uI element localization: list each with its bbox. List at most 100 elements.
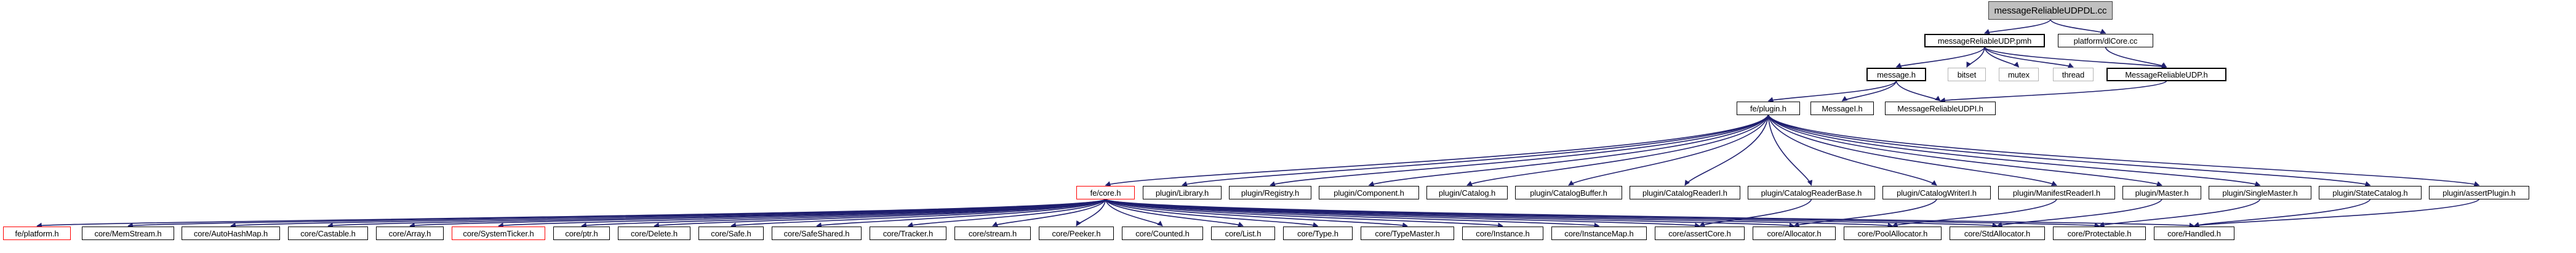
node-plugsinglemaster[interactable]: plugin/SingleMaster.h (2209, 186, 2311, 199)
node-label: plugin/ManifestReaderI.h (2012, 188, 2101, 198)
node-feplatform[interactable]: fe/platform.h (3, 227, 71, 240)
node-corearray[interactable]: core/Array.h (376, 227, 444, 240)
node-coresystemticker[interactable]: core/SystemTicker.h (452, 227, 545, 240)
node-label: plugin/CatalogWriterI.h (1897, 188, 1977, 198)
node-label: plugin/Library.h (1155, 188, 1209, 198)
node-coreallocator[interactable]: core/Allocator.h (1753, 227, 1836, 240)
node-corecounted[interactable]: core/Counted.h (1122, 227, 1203, 240)
node-plugassertplugin[interactable]: plugin/assertPlugin.h (2429, 186, 2529, 199)
node-label: platform/dlCore.cc (2073, 36, 2138, 46)
node-platformdlcore[interactable]: platform/dlCore.cc (2058, 34, 2153, 47)
node-label: bitset (1957, 70, 1977, 79)
edge-feplugin-to-plugcatalogbuffer (1568, 114, 1769, 186)
node-coreprotectable[interactable]: core/Protectable.h (2053, 227, 2146, 240)
node-label: core/Delete.h (630, 228, 678, 238)
edge-fecore-to-coreinstance (1105, 199, 1503, 228)
node-messageIh[interactable]: MessageI.h (1810, 102, 1874, 115)
node-plugcatalogbuffer[interactable]: plugin/CatalogBuffer.h (1515, 186, 1622, 199)
node-corepoolallocator[interactable]: core/PoolAllocator.h (1844, 227, 1942, 240)
edge-fecore-to-coretype (1105, 199, 1319, 228)
edge-fecore-to-coreptr (581, 199, 1106, 228)
node-feplugin[interactable]: fe/plugin.h (1737, 102, 1800, 115)
node-label: core/Safe.h (711, 228, 751, 238)
node-plugregistry[interactable]: plugin/Registry.h (1229, 186, 1311, 199)
node-coreptr[interactable]: core/ptr.h (553, 227, 610, 240)
edge-feplugin-to-plugcomponent (1368, 114, 1769, 187)
edge-fecore-to-coreassertcore (1105, 199, 1700, 228)
node-label: core/TypeMaster.h (1375, 228, 1440, 238)
node-label: core/SafeShared.h (783, 228, 850, 238)
node-corecastable[interactable]: core/Castable.h (288, 227, 368, 240)
node-thread[interactable]: thread (2053, 68, 2094, 81)
edge-fecore-to-corestream (992, 199, 1106, 227)
node-plugstatecatalog[interactable]: plugin/StateCatalog.h (2319, 186, 2422, 199)
node-msgrelh[interactable]: MessageReliableUDP.h (2106, 68, 2226, 81)
node-corestdallocator[interactable]: core/StdAllocator.h (1950, 227, 2045, 240)
node-messageh[interactable]: message.h (1866, 68, 1926, 81)
edge-feplugin-to-plugmaster (1767, 114, 2162, 187)
node-plugcatalogreaderbase[interactable]: plugin/CatalogReaderBase.h (1748, 186, 1875, 199)
node-label: plugin/Master.h (2135, 188, 2189, 198)
node-plugmanifestreaderi[interactable]: plugin/ManifestReaderI.h (1998, 186, 2115, 199)
node-label: plugin/Registry.h (1241, 188, 1300, 198)
node-coreautohashmap[interactable]: core/AutoHashMap.h (182, 227, 280, 240)
node-plugcatalog[interactable]: plugin/Catalog.h (1426, 186, 1508, 199)
node-label: plugin/CatalogBuffer.h (1530, 188, 1607, 198)
node-label: plugin/CatalogReaderI.h (1642, 188, 1727, 198)
node-label: messageReliableUDPDL.cc (1994, 5, 2107, 16)
node-label: MessageReliableUDP.h (2125, 70, 2208, 79)
edge-messageh-to-msgrelIh (1895, 81, 1941, 102)
edge-messageh-to-messageIh (1841, 81, 1897, 102)
node-coretypemaster[interactable]: core/TypeMaster.h (1361, 227, 1454, 240)
node-coretype[interactable]: core/Type.h (1283, 227, 1353, 240)
node-label: plugin/CatalogReaderBase.h (1761, 188, 1862, 198)
node-label: core/ptr.h (565, 228, 598, 238)
node-root[interactable]: messageReliableUDPDL.cc (1988, 1, 2113, 20)
node-corepeeker[interactable]: core/Peeker.h (1039, 227, 1114, 240)
edge-msgrelpmh-to-bitset (1966, 47, 1985, 68)
node-msgrelIh[interactable]: MessageReliableUDPI.h (1885, 102, 1996, 115)
node-mutex[interactable]: mutex (1999, 68, 2039, 81)
node-plugcomponent[interactable]: plugin/Component.h (1319, 186, 1419, 199)
node-corestream[interactable]: core/stream.h (954, 227, 1031, 240)
edge-feplugin-to-pluglibrary (1182, 114, 1769, 187)
node-coreinstance[interactable]: core/Instance.h (1462, 227, 1543, 240)
edge-feplugin-to-plugcatalogwriteri (1767, 114, 1937, 186)
node-corelist[interactable]: core/List.h (1211, 227, 1275, 240)
node-label: MessageI.h (1822, 103, 1863, 113)
node-label: MessageReliableUDPI.h (1897, 103, 1983, 113)
edge-msgrelpmh-to-mutex (1984, 47, 2020, 68)
node-label: plugin/StateCatalog.h (2332, 188, 2408, 198)
node-label: core/Instance.h (1476, 228, 1530, 238)
node-coreassertcore[interactable]: core/assertCore.h (1655, 227, 1745, 240)
node-coreinstancemap[interactable]: core/InstanceMap.h (1551, 227, 1647, 240)
edge-msgrelpmh-to-msgrelh (1984, 47, 2167, 69)
node-plugmaster[interactable]: plugin/Master.h (2122, 186, 2201, 199)
node-bitset[interactable]: bitset (1948, 68, 1986, 81)
node-msgrelpmh[interactable]: messageReliableUDP.pmh (1924, 34, 2045, 47)
node-coretracker[interactable]: core/Tracker.h (870, 227, 946, 240)
node-label: core/Handled.h (2167, 228, 2221, 238)
node-label: core/List.h (1225, 228, 1262, 238)
node-label: core/stream.h (968, 228, 1017, 238)
node-label: core/PoolAllocator.h (1857, 228, 1928, 238)
node-coredelete[interactable]: core/Delete.h (618, 227, 690, 240)
edge-feplugin-to-plugmanifestreaderi (1767, 114, 2057, 186)
edge-fecore-to-corepoolallocator (1105, 199, 1894, 228)
node-coresafe[interactable]: core/Safe.h (698, 227, 764, 240)
node-fecore[interactable]: fe/core.h (1076, 186, 1135, 199)
node-plugcatalogreaderi[interactable]: plugin/CatalogReaderI.h (1630, 186, 1740, 199)
edge-msgrelpmh-to-messageh (1895, 47, 1985, 68)
node-corememstream[interactable]: core/MemStream.h (82, 227, 174, 240)
node-label: thread (2062, 70, 2085, 79)
edge-plugcatalogwriteri-to-coreallocator (1793, 199, 1937, 227)
node-coresafeshared[interactable]: core/SafeShared.h (772, 227, 862, 240)
node-corehandled[interactable]: core/Handled.h (2154, 227, 2234, 240)
edge-root-to-msgrelpmh (1984, 19, 2051, 34)
node-label: fe/platform.h (15, 228, 59, 238)
edge-fecore-to-coretracker (907, 199, 1106, 228)
node-plugcatalogwriteri[interactable]: plugin/CatalogWriterI.h (1882, 186, 1991, 199)
edge-fecore-to-corecastable (327, 199, 1106, 228)
node-pluglibrary[interactable]: plugin/Library.h (1143, 186, 1222, 199)
